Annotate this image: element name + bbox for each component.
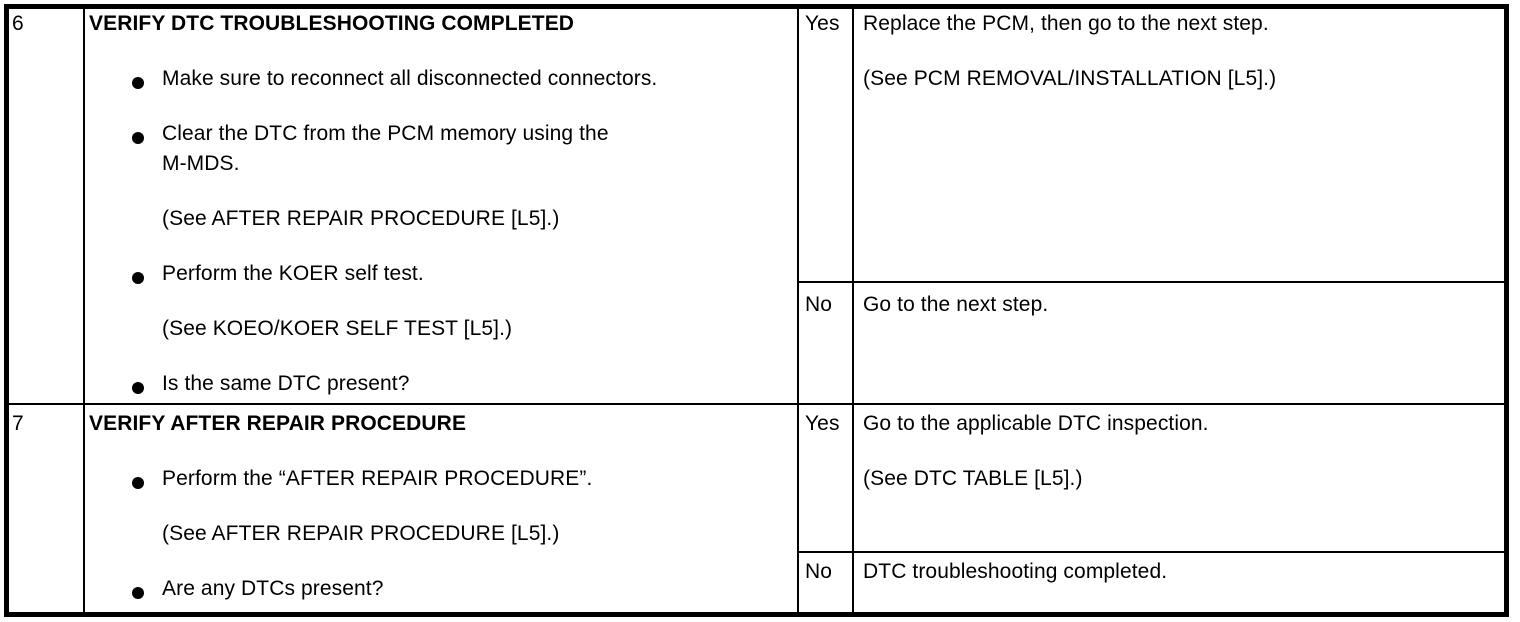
result-text: Go to the applicable DTC inspection.	[863, 412, 1209, 435]
step-number: 6	[12, 12, 24, 35]
results-column: Yes Go to the applicable DTC inspection.…	[799, 405, 1504, 612]
bullet-icon	[132, 272, 144, 284]
result-text: Go to the next step.	[863, 293, 1049, 316]
step-number-cell: 6	[9, 9, 85, 403]
step-row-6: 6 VERIFY DTC TROUBLESHOOTING COMPLETED M…	[9, 9, 1504, 405]
yes-label-cell: Yes	[799, 405, 854, 551]
no-label-cell: No	[799, 553, 854, 612]
bullet-icon	[132, 132, 144, 144]
result-text: Replace the PCM, then go to the next ste…	[863, 12, 1269, 35]
action-cell: VERIFY AFTER REPAIR PROCEDURE Perform th…	[85, 405, 799, 612]
bullet-icon	[132, 477, 144, 489]
no-label: No	[805, 560, 833, 583]
result-text: DTC troubleshooting completed.	[863, 560, 1168, 583]
action-title: VERIFY DTC TROUBLESHOOTING COMPLETED	[89, 12, 575, 35]
no-subrow: No DTC troubleshooting completed.	[799, 553, 1504, 612]
bullet-item: Make sure to reconnect all disconnected …	[89, 64, 789, 94]
results-column: Yes Replace the PCM, then go to the next…	[799, 9, 1504, 403]
bullet-icon	[132, 77, 144, 89]
no-result-cell: DTC troubleshooting completed.	[854, 553, 1504, 612]
see-reference: (See AFTER REPAIR PROCEDURE [L5].)	[162, 522, 560, 545]
step-number: 7	[12, 412, 24, 435]
action-title: VERIFY AFTER REPAIR PROCEDURE	[89, 412, 467, 435]
yes-result-cell: Go to the applicable DTC inspection. (Se…	[854, 405, 1504, 551]
bullet-item: Perform the KOER self test.	[89, 259, 789, 289]
see-reference: (See KOEO/KOER SELF TEST [L5].)	[162, 317, 513, 340]
bullet-item: Clear the DTC from the PCM memory using …	[89, 119, 789, 179]
bullet-item: Is the same DTC present?	[89, 369, 789, 399]
yes-subrow: Yes Replace the PCM, then go to the next…	[799, 9, 1504, 283]
see-reference: (See AFTER REPAIR PROCEDURE [L5].)	[162, 207, 560, 230]
yes-label: Yes	[805, 412, 840, 435]
bullet-item: Are any DTCs present?	[89, 574, 789, 604]
bullet-icon	[132, 587, 144, 599]
yes-label-cell: Yes	[799, 9, 854, 281]
no-subrow: No Go to the next step.	[799, 283, 1504, 403]
yes-subrow: Yes Go to the applicable DTC inspection.…	[799, 405, 1504, 553]
bullet-item: Perform the “AFTER REPAIR PROCEDURE”.	[89, 464, 789, 494]
see-reference: (See DTC TABLE [L5].)	[863, 467, 1083, 490]
action-cell: VERIFY DTC TROUBLESHOOTING COMPLETED Mak…	[85, 9, 799, 403]
yes-result-cell: Replace the PCM, then go to the next ste…	[854, 9, 1504, 281]
no-result-cell: Go to the next step.	[854, 283, 1504, 403]
bullet-icon	[132, 382, 144, 394]
troubleshooting-table: 6 VERIFY DTC TROUBLESHOOTING COMPLETED M…	[4, 4, 1509, 617]
step-number-cell: 7	[9, 405, 85, 612]
yes-label: Yes	[805, 12, 840, 35]
no-label: No	[805, 293, 833, 316]
see-reference: (See PCM REMOVAL/INSTALLATION [L5].)	[863, 67, 1277, 90]
no-label-cell: No	[799, 283, 854, 403]
step-row-7: 7 VERIFY AFTER REPAIR PROCEDURE Perform …	[9, 405, 1504, 612]
